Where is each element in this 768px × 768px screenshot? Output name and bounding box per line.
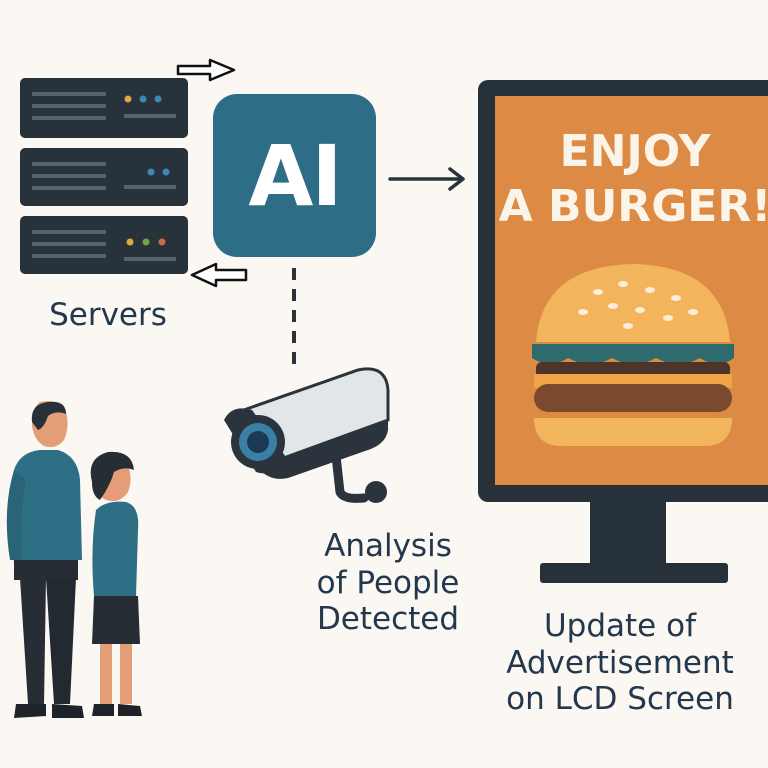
analysis-label-line: of People <box>316 564 460 601</box>
servers-label: Servers <box>49 297 167 333</box>
ai-box: AI <box>213 94 376 257</box>
ad-headline-line: ENJOY <box>559 126 711 177</box>
ad-headline-line: A BURGER! <box>498 181 768 232</box>
analysis-label-line: Analysis <box>324 528 452 564</box>
server-rack-icon <box>20 78 188 274</box>
server-unit <box>20 148 188 206</box>
ad-headline: ENJOY A BURGER! <box>495 124 768 234</box>
adult-figure <box>6 401 84 718</box>
arrow-to-screen-icon <box>388 167 465 191</box>
burger-icon <box>532 264 734 446</box>
people-icon <box>6 401 142 718</box>
analysis-label: Analysis of People Detected <box>288 528 488 638</box>
server-unit <box>20 78 188 138</box>
analysis-label-line: Detected <box>316 601 460 638</box>
server-unit <box>20 216 188 274</box>
dashed-connector <box>292 268 296 364</box>
arrow-right-icon <box>176 58 236 82</box>
update-label: Update of Advertisement on LCD Screen <box>470 608 768 718</box>
security-camera-icon <box>224 367 390 503</box>
arrow-left-icon <box>190 262 248 288</box>
monitor-base <box>540 563 728 583</box>
update-label-line: on LCD Screen <box>506 681 734 718</box>
update-label-line: Update of <box>543 608 696 644</box>
update-label-line: Advertisement <box>506 644 734 681</box>
monitor-neck <box>590 502 666 566</box>
child-figure <box>90 451 142 716</box>
ai-label: AI <box>248 126 342 225</box>
